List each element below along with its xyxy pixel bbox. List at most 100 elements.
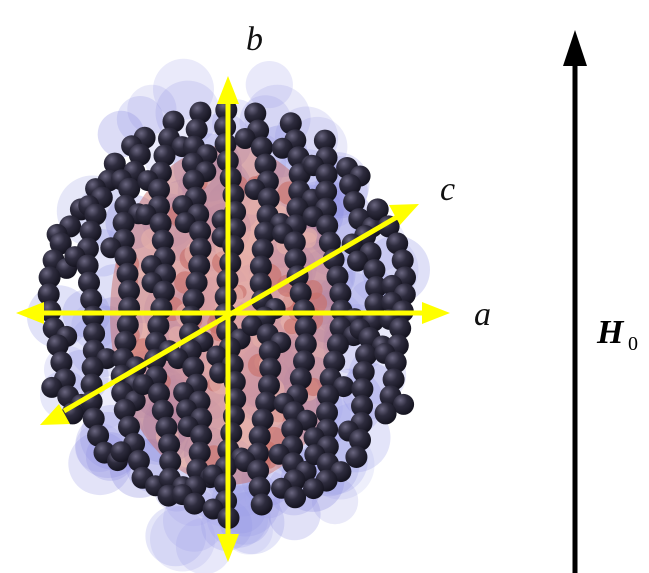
polymer-bead: [284, 248, 307, 271]
polymer-bead: [46, 334, 69, 357]
polymer-bead: [79, 220, 102, 243]
field-symbol: H: [596, 314, 625, 351]
polymer-bead: [185, 271, 208, 294]
polymer-bead: [214, 473, 237, 495]
polymer-bead: [294, 316, 317, 339]
polymer-bead: [316, 401, 338, 424]
polymer-bead: [279, 112, 302, 135]
polymer-bead: [80, 288, 103, 311]
polymer-bead: [317, 384, 340, 407]
polymer-bead: [316, 214, 339, 237]
polymer-bead: [289, 367, 312, 390]
polymer-bead: [355, 344, 378, 366]
polymer-bead: [37, 283, 60, 306]
polymer-bead: [82, 407, 105, 430]
polymer-bead: [76, 254, 99, 277]
polymer-bead: [391, 249, 414, 272]
polymer-bead: [352, 361, 375, 383]
polymer-bead: [283, 231, 306, 254]
polymer-bead: [351, 378, 374, 400]
polymer-bead: [250, 136, 273, 159]
polymer-bead: [293, 350, 315, 373]
polymer-bead: [128, 143, 151, 166]
polymer-bead: [322, 248, 345, 271]
polymer-bead: [315, 180, 338, 203]
polymer-bead: [345, 446, 368, 468]
polymer-bead: [50, 351, 73, 374]
polymer-bead: [152, 280, 175, 303]
polymer-bead: [188, 441, 211, 464]
polymer-bead: [149, 212, 172, 235]
polymer-bead: [173, 382, 195, 404]
corona-blob: [145, 505, 206, 567]
polymer-bead: [244, 102, 267, 125]
polymer-bead: [116, 313, 139, 336]
axis-a-label: a: [474, 296, 491, 333]
polymer-bead: [78, 271, 100, 294]
polymer-bead: [259, 357, 282, 380]
polymer-bead: [281, 418, 304, 441]
polymer-bead: [189, 101, 212, 124]
polymer-bead: [147, 314, 170, 337]
polymer-bead: [303, 478, 324, 500]
polymer-bead: [364, 293, 387, 315]
polymer-bead: [132, 374, 154, 396]
polymer-bead: [326, 265, 349, 288]
polymer-bead: [289, 282, 312, 305]
polymer-bead: [255, 391, 278, 414]
polymer-bead: [249, 272, 272, 295]
corona-blob: [150, 506, 216, 572]
polymer-bead: [284, 486, 307, 509]
polymer-bead: [189, 237, 212, 260]
polymer-bead: [118, 415, 140, 438]
polymer-bead: [257, 187, 280, 210]
polymer-bead: [374, 402, 397, 425]
axis-a-arrowhead-right: [422, 302, 450, 324]
polymer-bead: [248, 425, 271, 448]
polymer-bead: [127, 449, 150, 472]
polymer-bead: [313, 129, 336, 152]
polymer-bead: [343, 191, 366, 213]
polymer-bead: [206, 345, 228, 367]
polymer-bead: [386, 232, 409, 255]
polymer-bead: [323, 350, 346, 373]
corona-blob: [245, 61, 293, 109]
polymer-bead: [113, 398, 136, 421]
polymer-bead: [159, 450, 182, 473]
polymer-bead: [294, 333, 317, 356]
polymer-bead: [389, 317, 412, 340]
axis-b-arrowhead-bottom: [217, 534, 239, 562]
polymer-bead: [258, 374, 280, 397]
polymer-bead: [384, 351, 407, 374]
polymer-bead: [351, 395, 373, 417]
polymer-bead: [365, 276, 388, 298]
polymer-bead: [114, 245, 137, 268]
polymer-bead: [189, 220, 212, 243]
polymer-bead: [363, 259, 386, 281]
polymer-bead: [339, 174, 362, 196]
polymer-bead: [148, 178, 170, 201]
polymer-bead: [49, 232, 72, 255]
magnetic-field-arrow: [563, 30, 587, 573]
polymer-bead: [366, 198, 389, 221]
polymer-bead: [248, 476, 271, 499]
polymer-bead: [326, 333, 349, 356]
field-arrow-head: [563, 30, 587, 66]
axis-c-arrowhead-upper: [389, 204, 419, 225]
axis-c-arrowhead-lower: [40, 404, 70, 425]
polymer-bead: [190, 424, 213, 447]
polymer-bead: [84, 203, 107, 226]
polymer-bead: [162, 110, 185, 133]
polymer-bead: [41, 376, 63, 398]
polymer-bead: [382, 368, 405, 391]
axis-c-label: c: [440, 171, 455, 208]
polymer-bead: [112, 211, 135, 234]
polymer-bead: [214, 116, 237, 138]
polymer-bead: [81, 356, 104, 379]
principal-axes: [16, 76, 450, 562]
polymer-bead: [271, 137, 293, 159]
polymer-bead: [247, 459, 270, 482]
polymer-bead: [182, 169, 205, 192]
polymer-bead: [254, 221, 277, 244]
